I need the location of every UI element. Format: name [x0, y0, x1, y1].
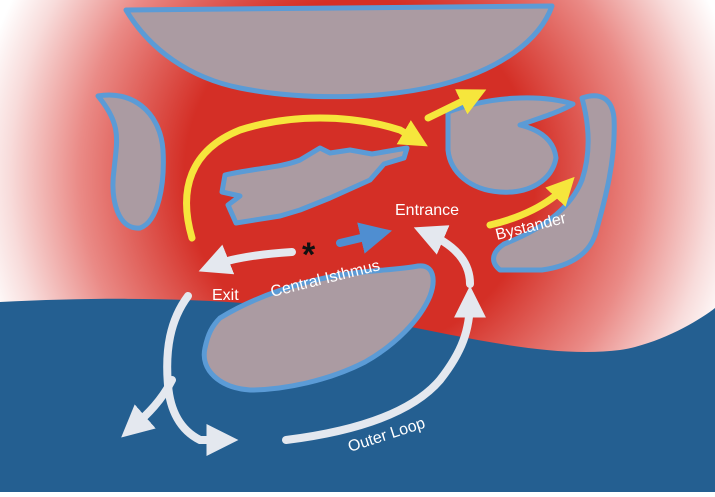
- asterisk-marker: *: [302, 236, 316, 274]
- label-exit: Exit: [212, 287, 239, 304]
- label-entrance: Entrance: [395, 202, 459, 219]
